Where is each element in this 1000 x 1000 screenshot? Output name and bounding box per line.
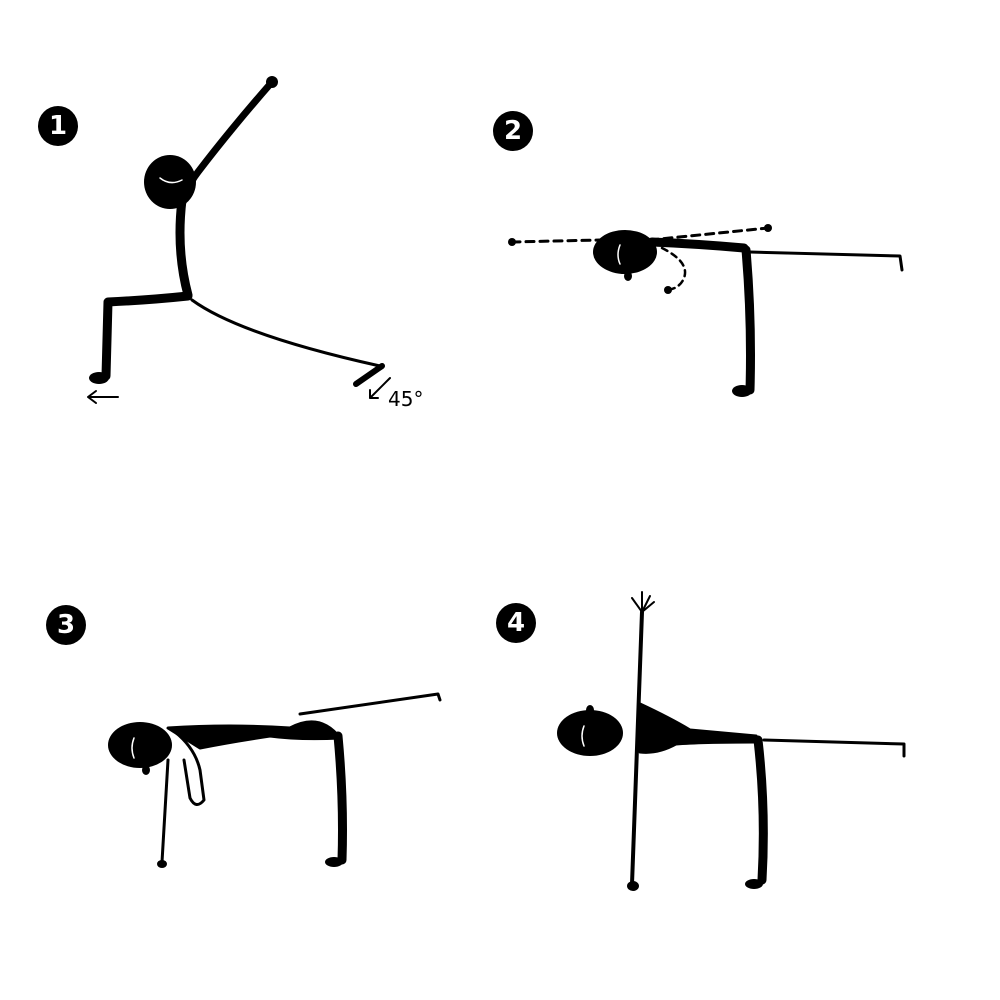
step-4-lifted-leg: [762, 738, 906, 758]
step-3-head: [108, 722, 172, 768]
step-2-dashed-arm-down: [660, 246, 687, 292]
step-2-lifted-leg: [748, 250, 904, 272]
step-2-torso: [647, 237, 749, 253]
step-2-standing-leg: [741, 245, 755, 395]
step-1-angle-arrow: [369, 377, 391, 399]
step-3-standing-leg: [333, 731, 347, 865]
step-1-forward-arrow: [87, 390, 119, 404]
step-1-badge: 1: [38, 106, 78, 146]
step-2-badge: 2: [493, 111, 533, 151]
step-1-raised-arm: [176, 78, 276, 219]
step-2-dashed-arm-back: [648, 226, 770, 242]
step-1-torso: [175, 195, 193, 300]
step-3-torso: [166, 720, 342, 750]
step-3-figure: [108, 692, 442, 868]
step-4-standing-leg: [753, 735, 768, 885]
step-3-badge: 3: [46, 605, 86, 645]
step-2-dashed-arm-forward: [510, 238, 602, 244]
step-3-support-arm: [160, 758, 170, 864]
step-2-figure: [508, 224, 904, 397]
step-3-lifted-leg: [298, 692, 442, 716]
step-1-angle-label: 45°: [388, 387, 423, 411]
step-2-head: [593, 230, 657, 274]
step-1-front-leg: [101, 291, 193, 381]
step-4-badge: 4: [496, 603, 536, 643]
step-1-figure: 45°: [87, 76, 423, 411]
step-4-raised-arm: [630, 610, 644, 886]
step-3-bent-arm: [173, 730, 206, 806]
step-4-head: [557, 710, 623, 756]
step-1-back-leg: [190, 298, 382, 368]
step-4-torso: [638, 702, 758, 754]
step-4-figure: [557, 591, 906, 891]
